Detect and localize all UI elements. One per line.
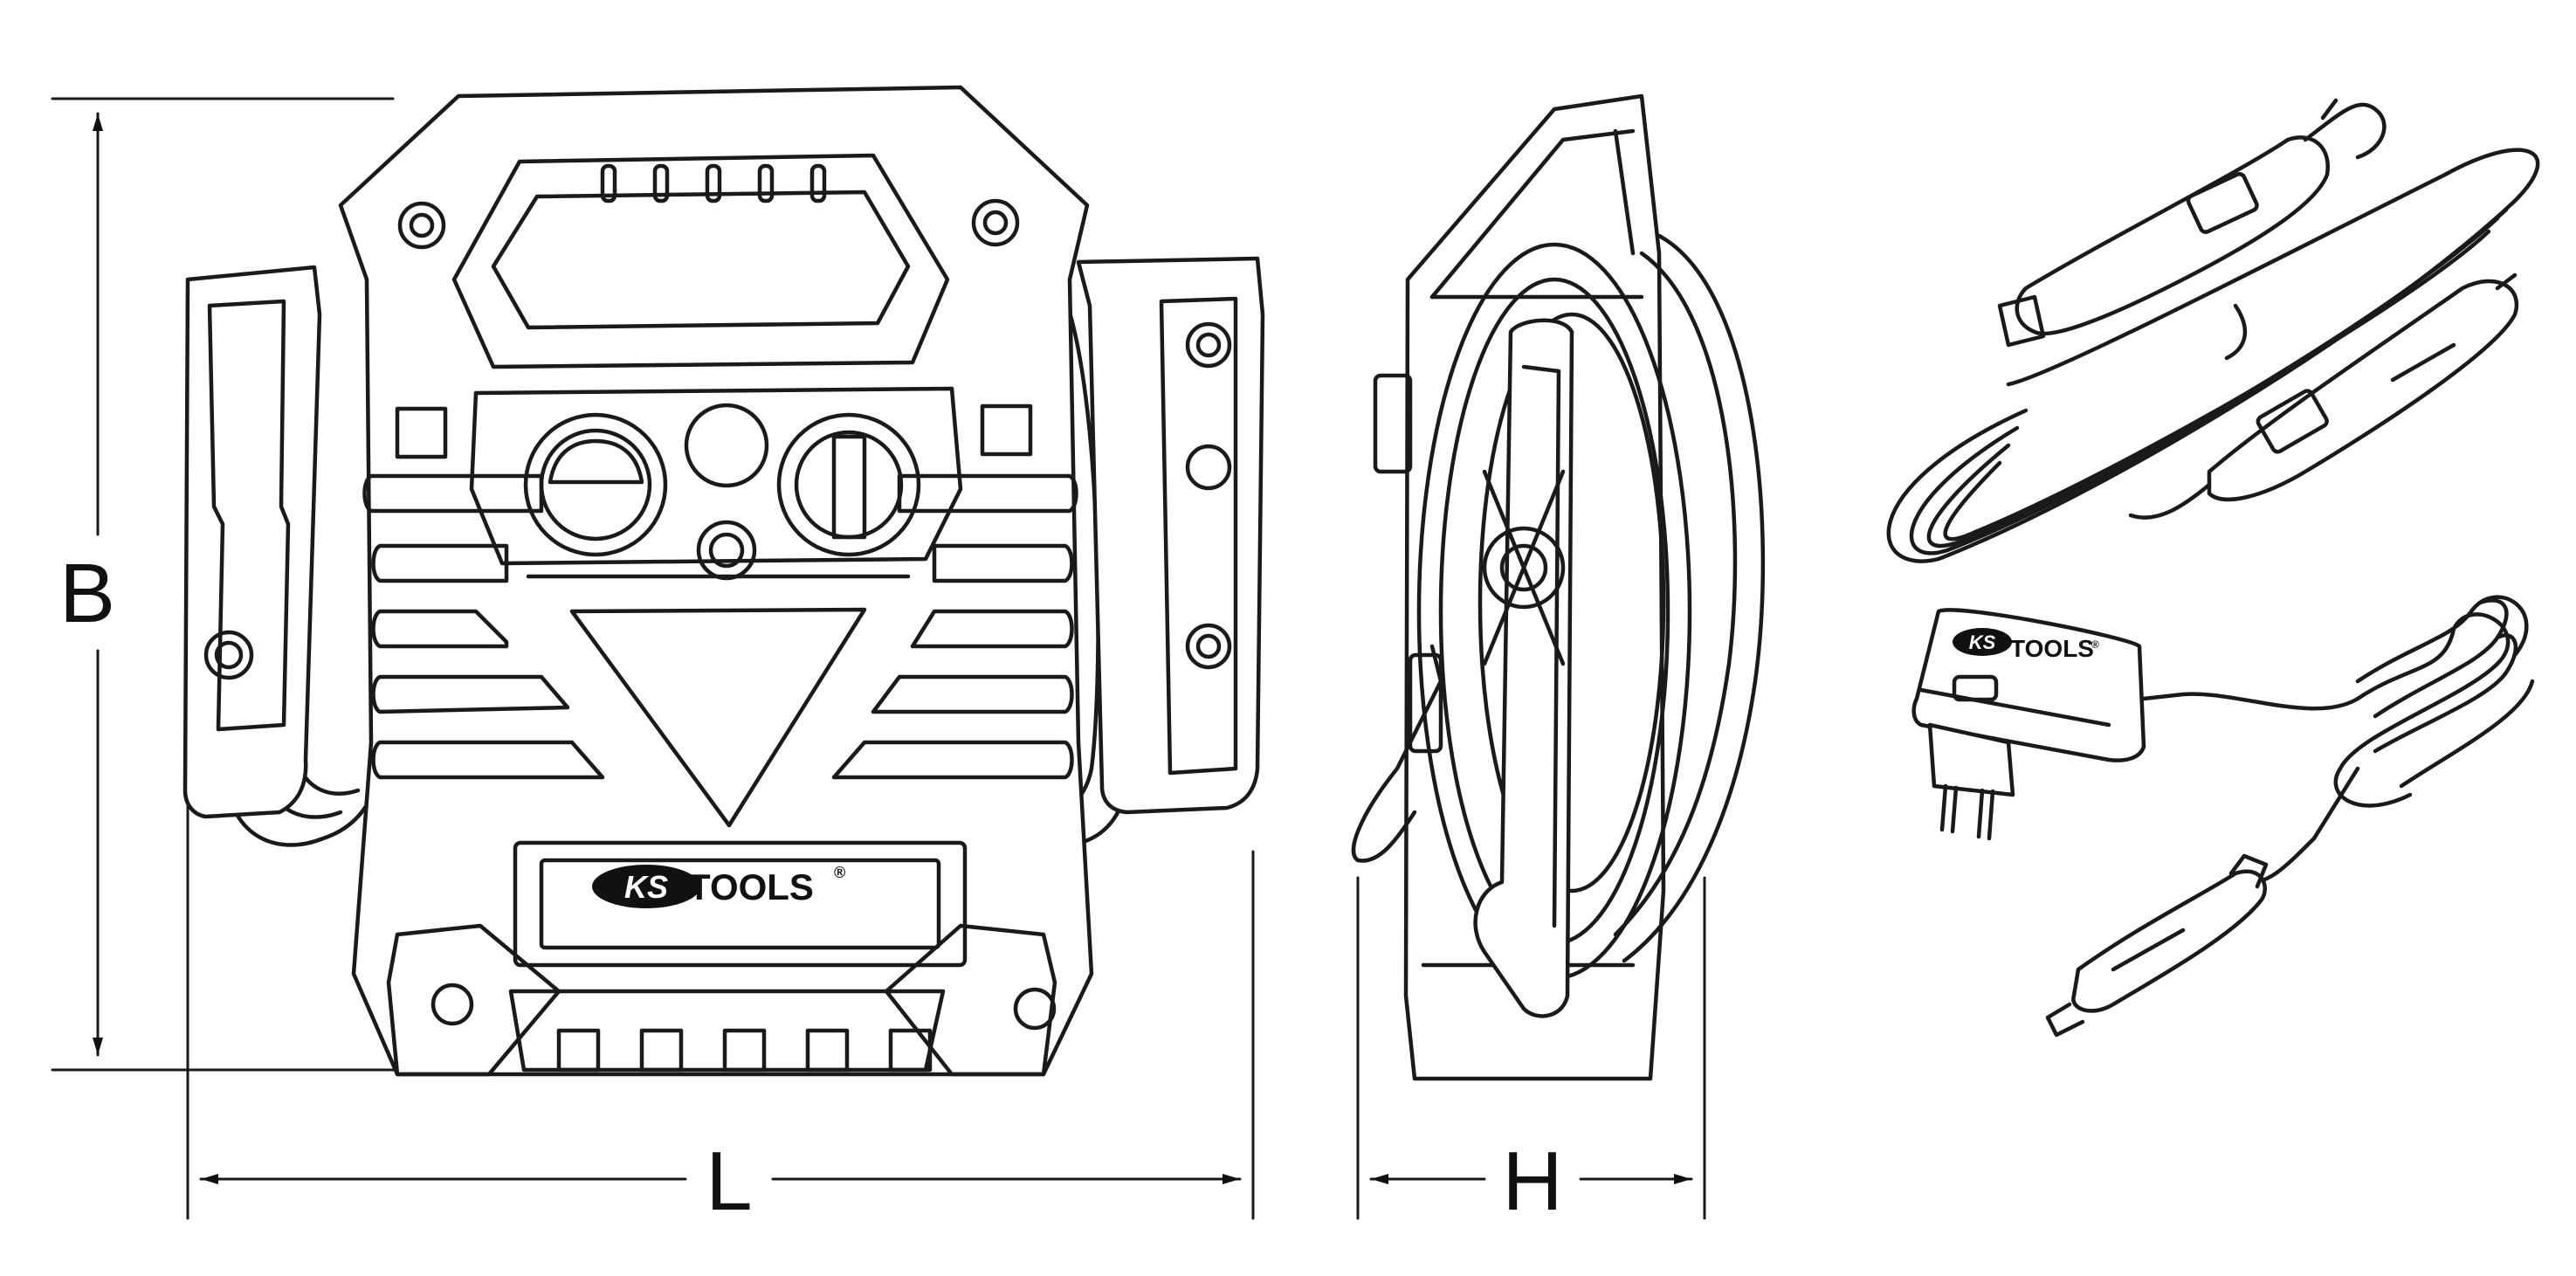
gauge-icon (523, 412, 668, 557)
dimension-l: L (186, 802, 1255, 1228)
indicator-light-icon (684, 403, 769, 488)
side-ribs-right (831, 473, 1078, 780)
handle-grip-slots (600, 163, 827, 203)
car-charger-cable-icon (1886, 98, 2540, 563)
dimension-b-label: B (59, 547, 115, 640)
dimension-h-label: H (1502, 1135, 1562, 1228)
dimension-h: H (1356, 876, 1706, 1228)
ks-tools-logo-small: KS TOOLS ® (1953, 628, 2099, 662)
wall-charger-adapter-icon: KS TOOLS ® (1911, 595, 2535, 1038)
side-ribs-left (362, 473, 605, 780)
power-knob-icon (776, 412, 921, 557)
dimension-b: B (51, 97, 438, 1072)
svg-text:TOOLS: TOOLS (688, 866, 814, 907)
svg-text:®: ® (2091, 638, 2099, 651)
jump-starter-front-view-icon: KS TOOLS ® (183, 85, 1265, 1077)
switch-icon (1952, 674, 1999, 702)
bottom-vents (556, 1028, 933, 1073)
svg-text:TOOLS: TOOLS (2010, 635, 2094, 662)
svg-text:KS: KS (1969, 631, 1996, 653)
jump-starter-side-view-icon (1351, 93, 1766, 1081)
ks-tools-logo: KS TOOLS ® (592, 864, 845, 908)
svg-text:®: ® (834, 864, 845, 881)
svg-text:KS: KS (624, 869, 668, 905)
dimension-l-label: L (706, 1135, 752, 1228)
